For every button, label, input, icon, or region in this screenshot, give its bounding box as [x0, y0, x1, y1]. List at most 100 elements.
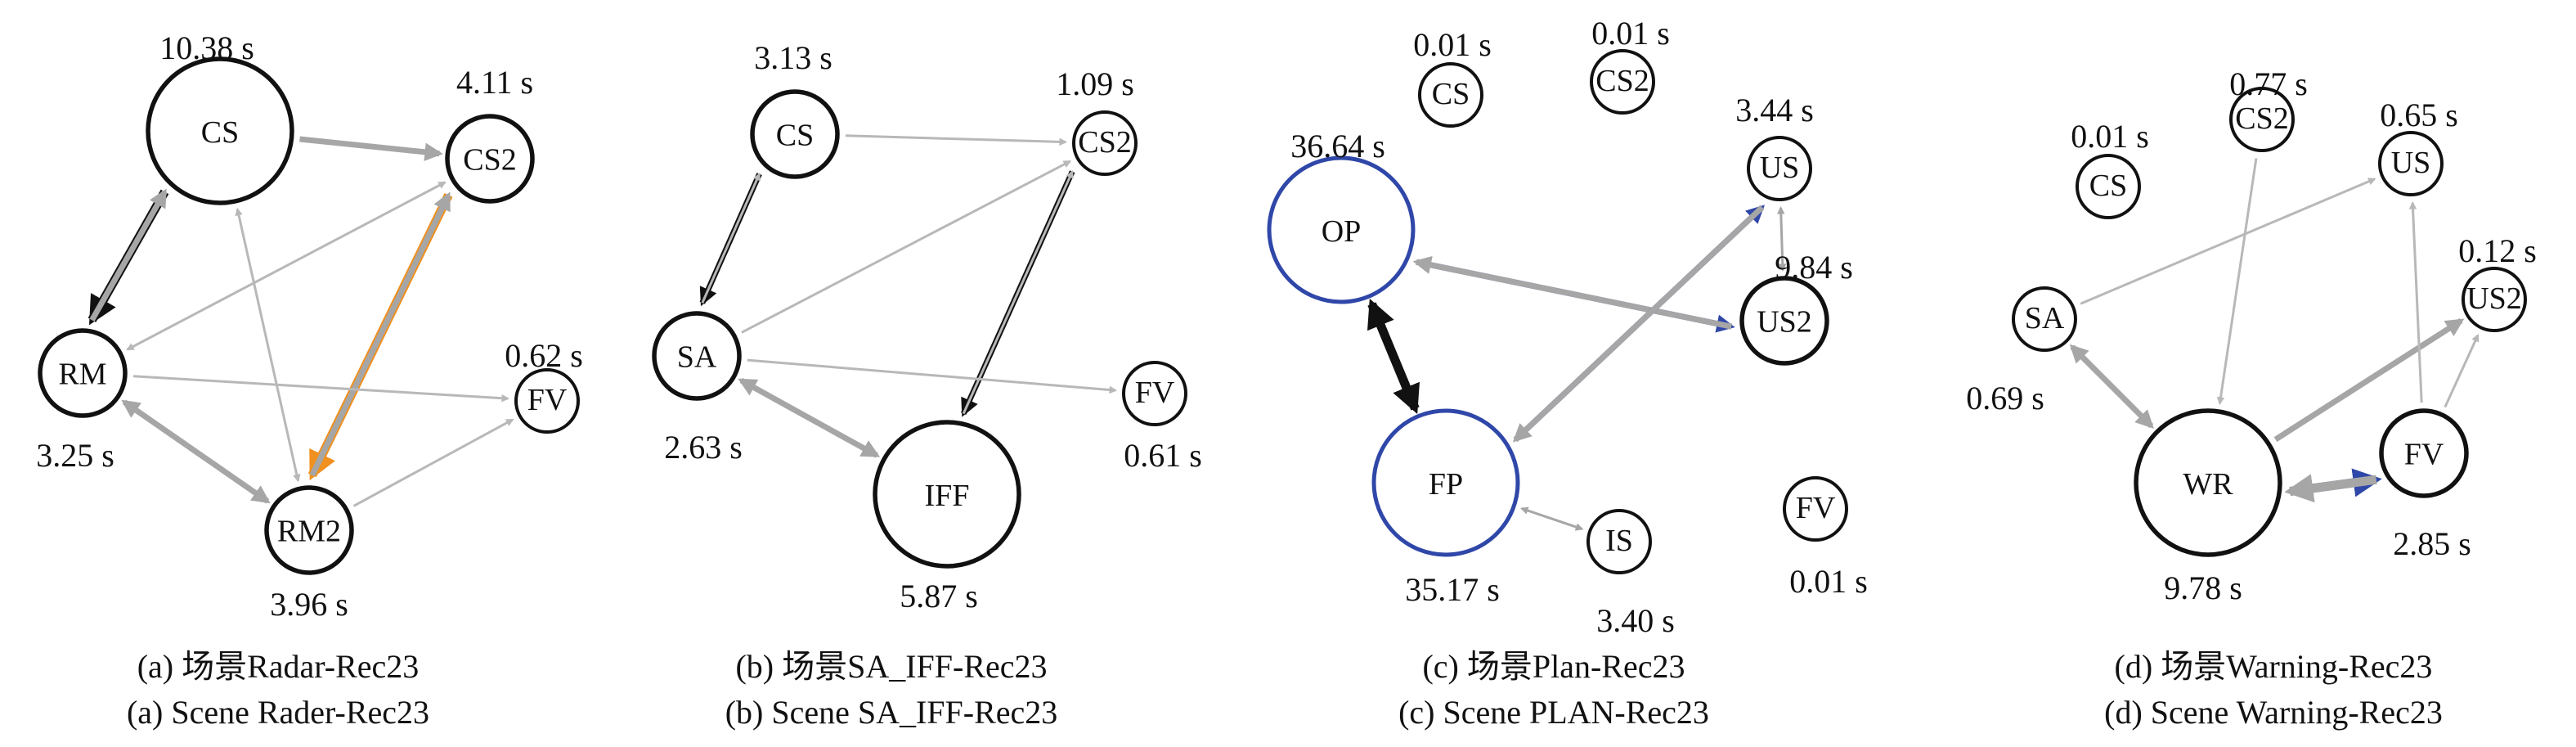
time-label-c-fv: 0.01 s	[1789, 563, 1868, 600]
time-label-d-cs: 0.01 s	[2071, 118, 2149, 155]
node-label-c-us: US	[1760, 151, 1800, 185]
time-label-d-wr: 9.78 s	[2164, 569, 2242, 606]
edge-a-rm-to-fv	[132, 375, 510, 403]
node-a-cs: CS 10.38 s	[146, 29, 294, 205]
node-label-a-rm: RM	[58, 357, 106, 391]
edge-d-wr-to-us2	[2273, 317, 2465, 443]
time-label-d-cs2: 0.77 s	[2229, 65, 2308, 102]
edge-a-rm2-to-cs2	[309, 191, 451, 477]
edges-layer	[88, 134, 2480, 531]
caption-en-c: (c) Scene PLAN-Rec23	[1398, 694, 1709, 731]
node-label-a-fv: FV	[527, 383, 568, 417]
node-label-c-cs: CS	[1432, 77, 1470, 111]
time-label-c-cs: 0.01 s	[1413, 26, 1492, 63]
time-label-b-cs2: 1.09 s	[1056, 65, 1134, 102]
edge-b-sa-to-cs2	[741, 160, 1072, 334]
node-c-fv: FV 0.01 s	[1783, 476, 1868, 600]
caption-en-d: (d) Scene Warning-Rec23	[2104, 694, 2443, 731]
node-a-cs2: CS2 4.11 s	[445, 64, 535, 204]
node-label-a-cs2: CS2	[463, 142, 516, 177]
edge-d-fv-to-wr	[2284, 474, 2377, 503]
node-a-fv: FV0.62 s	[505, 337, 583, 434]
node-label-c-fv: FV	[1796, 491, 1836, 525]
node-label-d-cs2: CS2	[2235, 101, 2288, 136]
node-label-b-cs: CS	[776, 118, 814, 152]
caption-en-b: (b) Scene SA_IFF-Rec23	[725, 694, 1058, 731]
node-circle-c-fv	[1783, 476, 1848, 542]
node-circle-d-us	[2378, 131, 2444, 196]
edge-b-sa-to-iff	[738, 377, 881, 458]
node-circle-c-cs	[1418, 62, 1483, 128]
node-c-us2: US2 9.84 s	[1739, 249, 1853, 366]
node-circle-b-fv	[1122, 361, 1187, 426]
node-circle-c-cs2	[1590, 49, 1655, 115]
node-circle-d-cs2	[2229, 87, 2295, 152]
node-label-d-cs: CS	[2089, 169, 2127, 203]
time-label-a-cs2: 4.11 s	[456, 64, 533, 101]
nodes-layer: CS 10.38 s CS2 4.11 s RM 3.25 s FV0.62 s RM23.9…	[36, 15, 2537, 639]
time-label-b-fv: 0.61 s	[1124, 437, 1202, 474]
edge-c-us-to-fp	[1512, 205, 1765, 443]
node-circle-b-cs	[750, 89, 840, 179]
caption-cn-d: (d) 场景Warning-Rec23	[2115, 648, 2433, 685]
edge-a-rm-to-cs	[89, 188, 168, 322]
node-label-d-us: US	[2391, 146, 2431, 180]
time-label-a-rm: 3.25 s	[36, 437, 114, 474]
node-label-a-cs: CS	[201, 115, 239, 150]
node-label-b-iff: IFF	[925, 479, 970, 513]
node-circle-d-wr	[2134, 408, 2282, 557]
node-d-us2: US2 0.12 s	[2458, 232, 2537, 332]
edge-c-fp-to-is	[1519, 506, 1584, 531]
node-a-rm: RM 3.25 s	[36, 328, 128, 474]
caption-cn-c: (c) 场景Plan-Rec23	[1422, 648, 1685, 685]
time-label-b-sa: 2.63 s	[664, 429, 743, 466]
node-label-d-us2: US2	[2466, 281, 2522, 316]
time-label-b-iff: 5.87 s	[900, 578, 978, 614]
edge-a-cs-to-rm2	[235, 207, 301, 483]
node-d-wr: WR9.78 s	[2134, 408, 2282, 606]
node-b-fv: FV0.61 s	[1122, 361, 1202, 474]
node-c-is: IS3.40 s	[1586, 509, 1675, 639]
time-label-d-us: 0.65 s	[2380, 97, 2458, 133]
caption-cn-a: (a) 场景Radar-Rec23	[137, 648, 420, 685]
caption-en-a: (a) Scene Rader-Rec23	[127, 694, 429, 731]
caption-cn-b: (b) 场景SA_IFF-Rec23	[735, 648, 1047, 685]
node-label-c-fp: FP	[1429, 467, 1463, 502]
time-label-a-cs: 10.38 s	[159, 29, 254, 66]
node-circle-c-fp	[1371, 408, 1520, 557]
node-circle-a-fv	[514, 368, 580, 434]
edge-c-us2-to-op	[1412, 255, 1732, 330]
node-b-sa: SA 2.63 s	[652, 311, 743, 466]
node-circle-c-op	[1267, 155, 1416, 304]
node-b-cs: CS3.13 s	[750, 39, 840, 179]
node-circle-a-cs	[146, 56, 294, 205]
edge-d-fv-to-us2	[2444, 333, 2480, 408]
time-label-c-us2: 9.84 s	[1775, 249, 1853, 286]
node-circle-b-cs2	[1072, 110, 1138, 176]
node-label-c-op: OP	[1322, 214, 1362, 249]
node-b-iff: IFF 5.87 s	[873, 420, 1021, 614]
node-label-c-us2: US2	[1757, 304, 1812, 339]
time-label-d-us2: 0.12 s	[2458, 232, 2537, 269]
edge-b-sa-to-fv	[747, 358, 1118, 394]
node-label-b-sa: SA	[677, 340, 717, 374]
node-circle-d-sa	[2012, 286, 2077, 352]
time-label-a-rm2: 3.96 s	[270, 586, 348, 623]
edge-c-op-to-fp	[1367, 299, 1420, 414]
node-circle-b-iff	[873, 420, 1021, 569]
edge-a-rm-to-rm2	[121, 399, 271, 504]
node-d-cs: CS 0.01 s	[2071, 118, 2149, 219]
node-circle-c-is	[1586, 509, 1652, 574]
node-c-cs: CS 0.01 s	[1413, 26, 1492, 128]
node-circle-d-fv	[2379, 408, 2469, 498]
node-label-d-sa: SA	[2025, 301, 2065, 335]
time-label-d-sa: 0.69 s	[1966, 380, 2044, 416]
time-label-c-is: 3.40 s	[1596, 602, 1675, 639]
node-circle-d-cs	[2076, 154, 2141, 219]
edge-d-cs2-to-wr	[2216, 158, 2258, 405]
edge-d-sa-to-wr	[2069, 344, 2154, 429]
node-circle-c-us2	[1739, 276, 1829, 366]
